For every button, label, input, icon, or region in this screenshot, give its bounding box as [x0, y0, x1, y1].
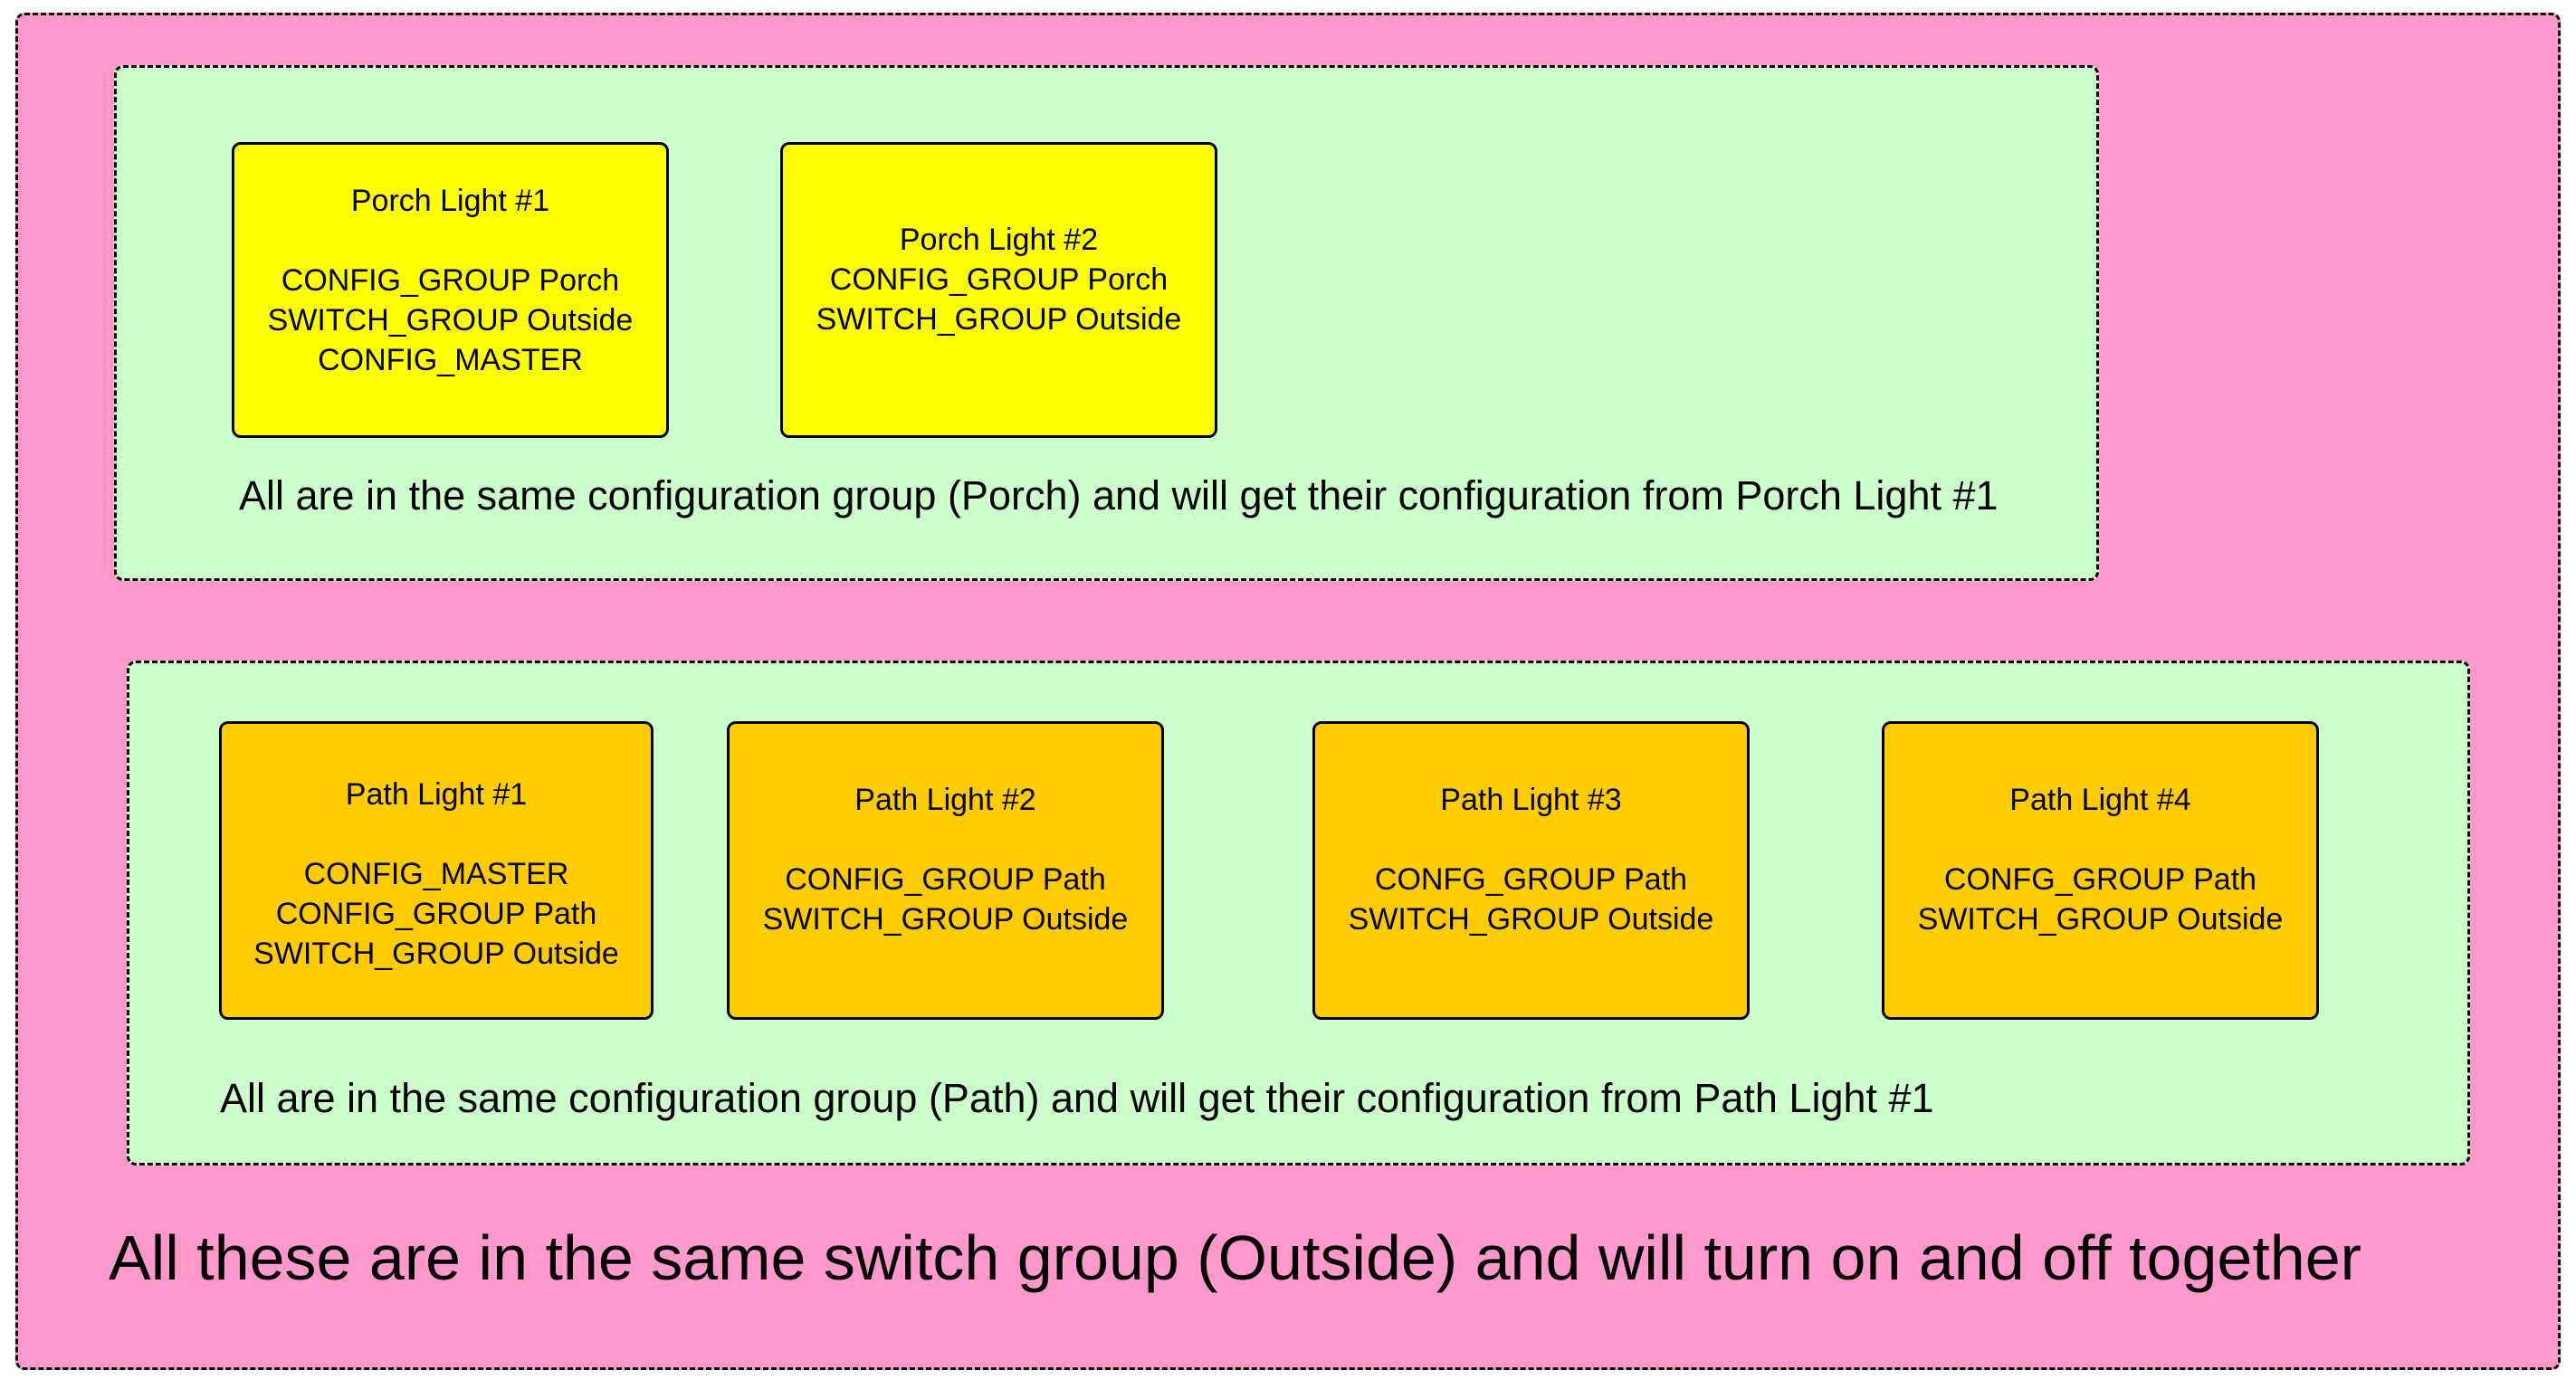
- device-config-line: CONFIG_GROUP Path: [785, 862, 1106, 897]
- device-name: Path Light #3: [1440, 783, 1622, 817]
- device-config-line: CONFIG_MASTER: [303, 857, 569, 891]
- porch-light-1-box: Porch Light #1 CONFIG_GROUP Porch SWITCH…: [232, 142, 669, 438]
- device-name: Porch Light #2: [899, 223, 1099, 257]
- device-config-line: CONFIG_GROUP Path: [275, 897, 597, 931]
- path-light-3-box: Path Light #3 CONFG_GROUP Path SWITCH_GR…: [1312, 721, 1750, 1020]
- path-light-4-box: Path Light #4 CONFG_GROUP Path SWITCH_GR…: [1882, 721, 2319, 1020]
- path-group-caption: All are in the same configuration group …: [220, 1075, 1934, 1121]
- device-config-line: CONFG_GROUP Path: [1943, 862, 2257, 897]
- device-name: Path Light #2: [854, 783, 1036, 817]
- device-config-line: SWITCH_GROUP Outside: [816, 302, 1182, 337]
- device-config-line: SWITCH_GROUP Outside: [762, 902, 1129, 937]
- device-name: Path Light #4: [2009, 783, 2191, 817]
- device-config-line: SWITCH_GROUP Outside: [1348, 902, 1714, 937]
- porch-group-caption: All are in the same configuration group …: [239, 472, 1999, 518]
- switch-group-caption: All these are in the same switch group (…: [109, 1223, 2361, 1293]
- device-config-line: SWITCH_GROUP Outside: [267, 303, 634, 338]
- device-config-line: SWITCH_GROUP Outside: [1917, 902, 2284, 937]
- device-config-line: CONFIG_MASTER: [318, 343, 583, 377]
- device-config-line: SWITCH_GROUP Outside: [253, 937, 619, 971]
- device-config-line: CONFG_GROUP Path: [1374, 862, 1688, 897]
- device-name: Porch Light #1: [350, 184, 550, 218]
- path-light-2-box: Path Light #2 CONFIG_GROUP Path SWITCH_G…: [727, 721, 1164, 1020]
- path-light-1-box: Path Light #1 CONFIG_MASTER CONFIG_GROUP…: [219, 721, 654, 1020]
- porch-light-2-box: Porch Light #2 CONFIG_GROUP Porch SWITCH…: [780, 142, 1217, 438]
- device-name: Path Light #1: [345, 777, 528, 812]
- device-config-line: CONFIG_GROUP Porch: [829, 262, 1169, 297]
- device-config-line: CONFIG_GROUP Porch: [281, 263, 620, 298]
